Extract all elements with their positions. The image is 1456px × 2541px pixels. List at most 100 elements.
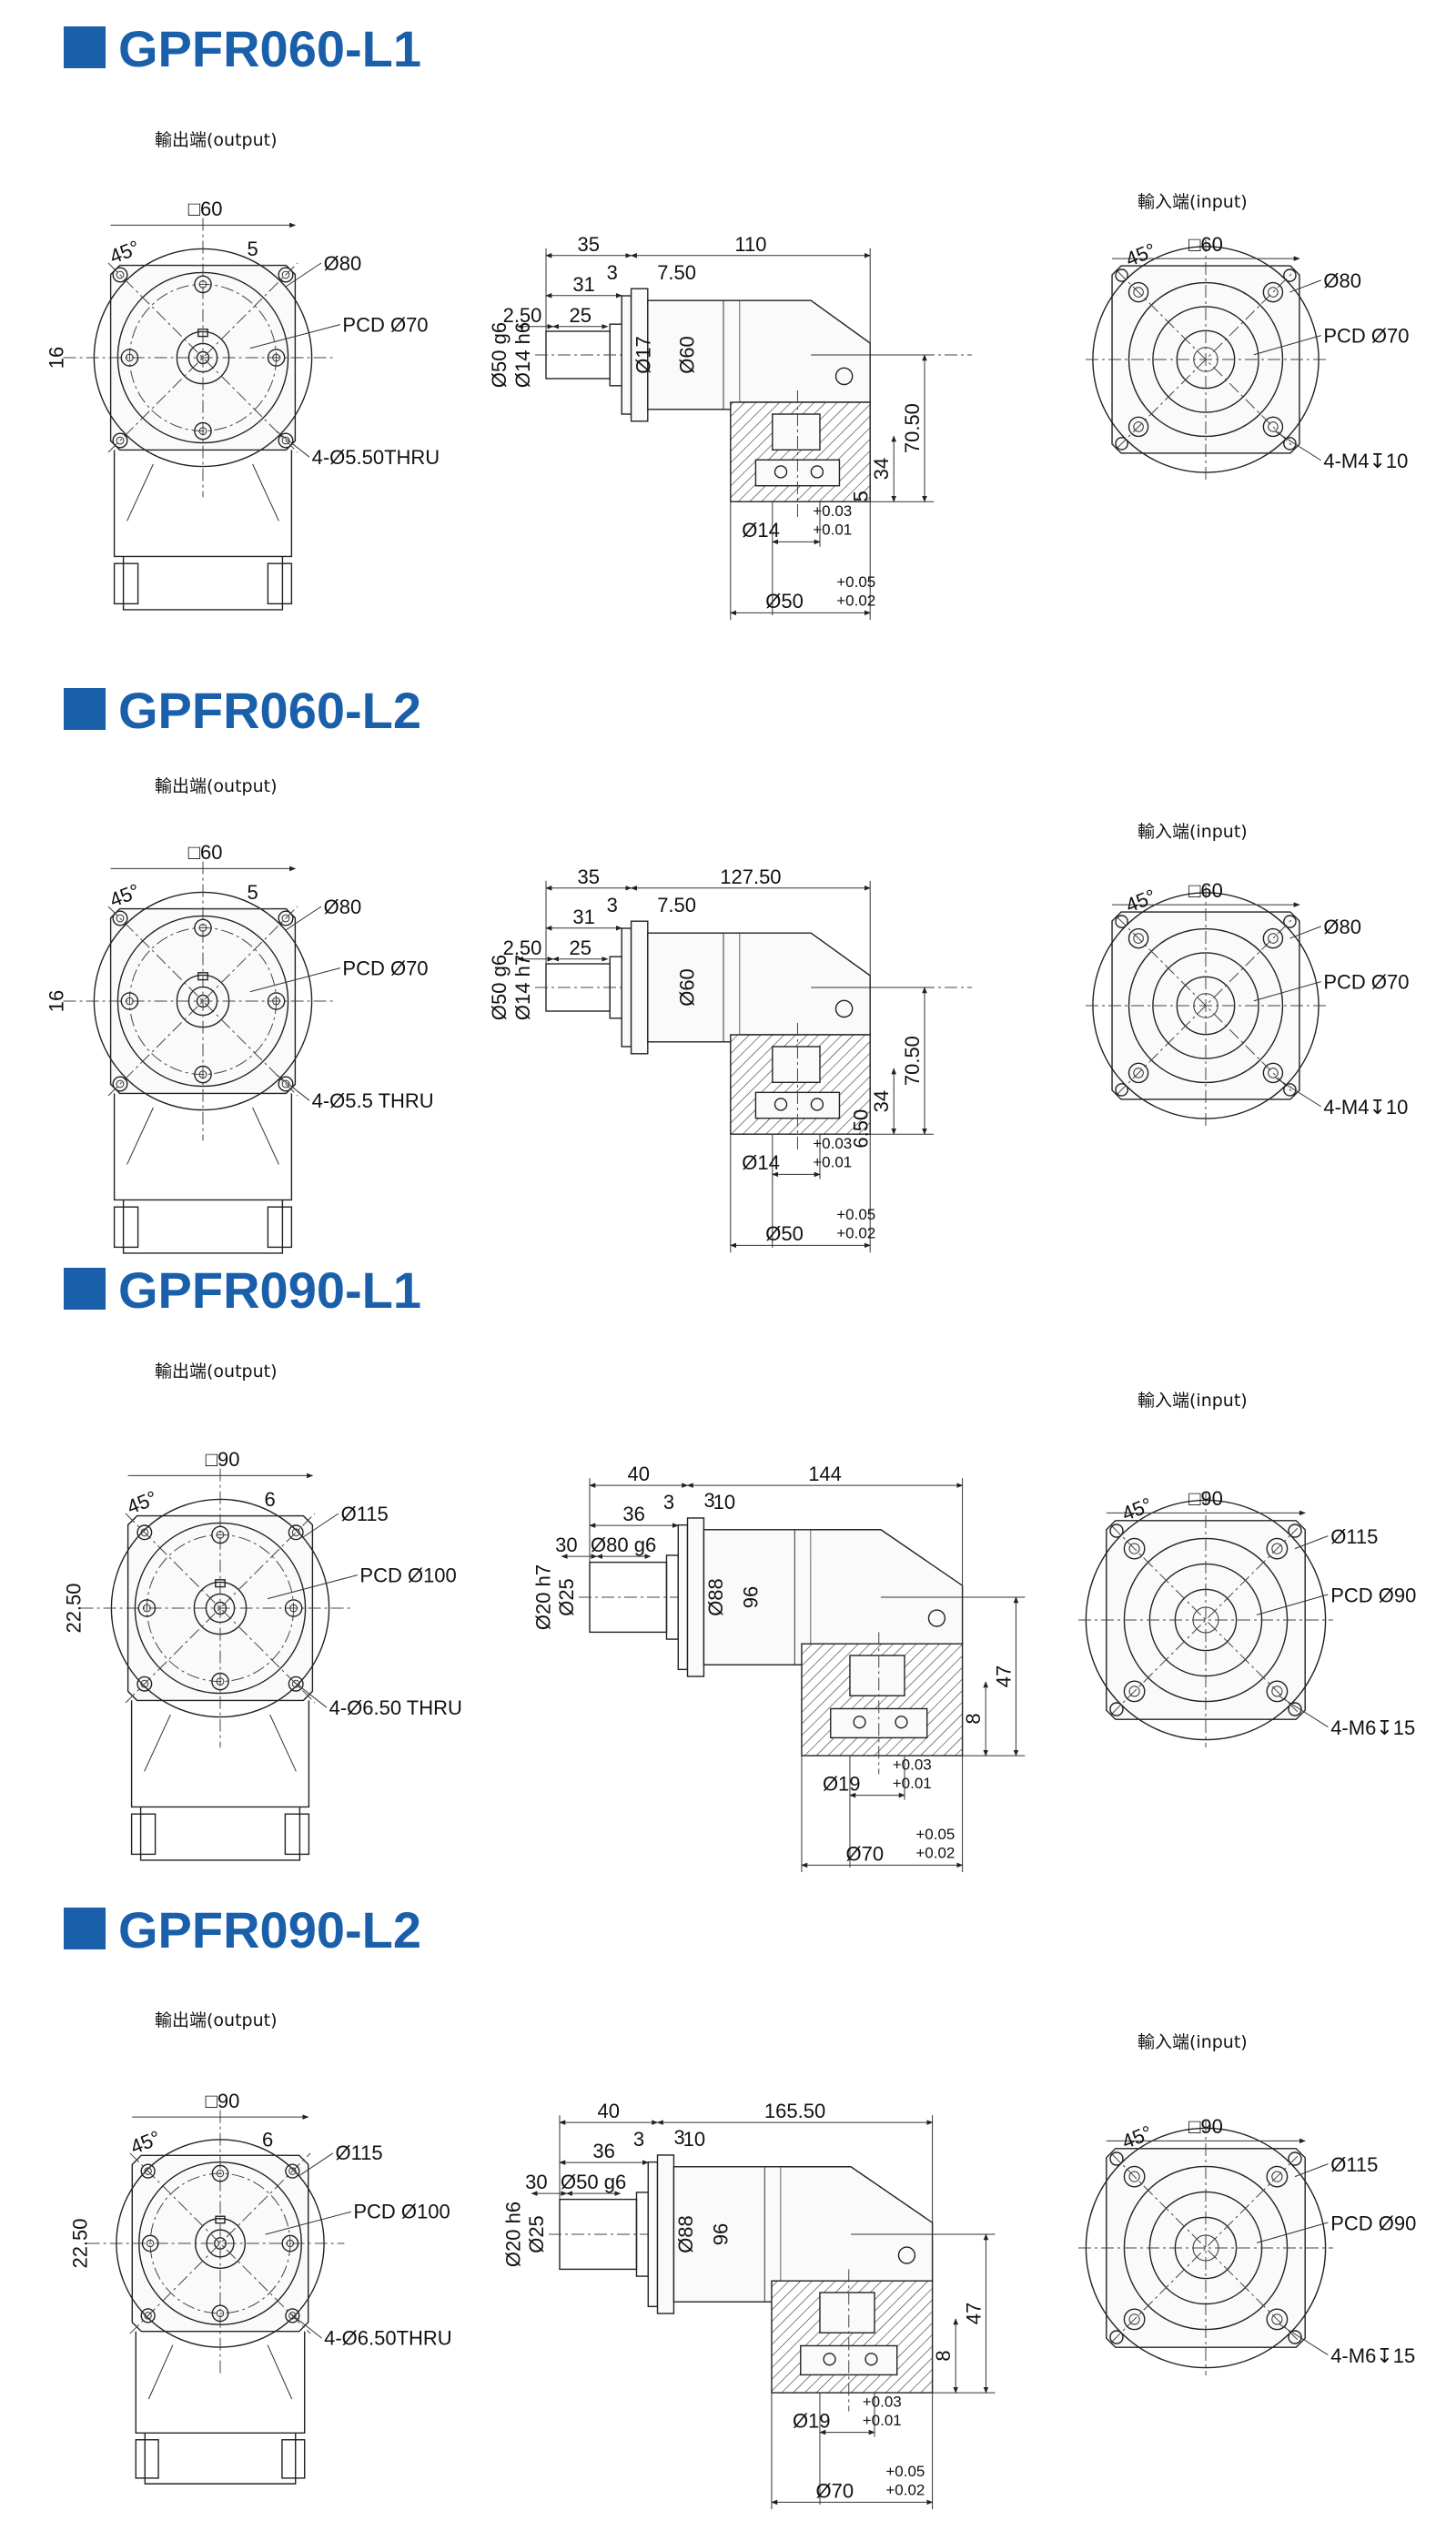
leader-line bbox=[1289, 279, 1321, 293]
bolt-hole-inner bbox=[126, 997, 134, 1006]
pilot-tolerance-base: Ø70 bbox=[846, 1842, 885, 1865]
output-view-label: 輸出端(output) bbox=[155, 2010, 278, 2030]
bolt-hole bbox=[288, 1524, 304, 1541]
keyway bbox=[215, 2215, 226, 2224]
input-bolt-hole bbox=[1266, 2165, 1289, 2188]
section-title: GPFR060-L2 bbox=[118, 682, 421, 739]
base-offset-label: 5 bbox=[850, 491, 873, 501]
mount-foot bbox=[135, 2439, 159, 2479]
bolt-hole bbox=[281, 2234, 299, 2252]
input-bolt-hole bbox=[1283, 268, 1297, 282]
shaft-step-label: 2.50 bbox=[503, 304, 542, 327]
input-bolt-hole-inner bbox=[1268, 1068, 1279, 1078]
bolt-hole-inner bbox=[116, 270, 125, 279]
right-angle-head bbox=[740, 299, 871, 403]
flange bbox=[677, 1524, 689, 1671]
keyway bbox=[197, 329, 208, 338]
bolt-hole bbox=[140, 2308, 156, 2323]
key-length-label: Ø50 g6 bbox=[561, 2171, 626, 2193]
input-bolt-hole-inner bbox=[1128, 2313, 1140, 2325]
set-screw bbox=[774, 465, 788, 479]
height-label: 70.50 bbox=[901, 1036, 924, 1086]
input-bolt-hole bbox=[1127, 416, 1149, 438]
pilot-tolerance-upper: +0.05 bbox=[885, 2463, 925, 2480]
leader-line bbox=[1294, 1535, 1329, 1550]
overall-length-label: 127.50 bbox=[720, 866, 781, 888]
input-bolt-hole-inner bbox=[1268, 933, 1279, 944]
input-bolt-hole bbox=[1262, 416, 1284, 438]
leader-line bbox=[1256, 1594, 1329, 1615]
input-bolt-hole bbox=[1266, 1537, 1289, 1560]
bolt-hole bbox=[120, 992, 139, 1010]
input-bolt-hole bbox=[1123, 1680, 1146, 1703]
bolt-hole-inner bbox=[286, 2239, 295, 2248]
bolt-hole-inner bbox=[216, 2309, 225, 2318]
bolt-hole-inner bbox=[291, 1679, 300, 1688]
input-bolt-hole bbox=[1266, 2308, 1289, 2331]
input-bolt-hole-inner bbox=[1268, 421, 1279, 432]
angle-label: 45° bbox=[124, 1486, 160, 1519]
bolt-hole-inner bbox=[116, 1079, 125, 1088]
input-pcd-label: PCD Ø70 bbox=[1323, 325, 1409, 348]
outer-dia-label: Ø115 bbox=[335, 2141, 382, 2164]
center-line bbox=[1111, 2153, 1300, 2343]
body-diameter-label: 96 bbox=[739, 1586, 762, 1608]
center-line bbox=[1116, 269, 1296, 450]
bolt-hole bbox=[267, 992, 286, 1010]
housing-outline bbox=[122, 556, 284, 611]
input-bolt-hole bbox=[1127, 927, 1149, 949]
center-line bbox=[107, 906, 298, 1097]
mount-foot bbox=[284, 1813, 310, 1856]
input-bolt-hole bbox=[1109, 2330, 1124, 2344]
plug bbox=[927, 1609, 946, 1627]
mount-foot bbox=[281, 2439, 306, 2479]
flange-step-label: 3 bbox=[633, 2128, 644, 2151]
input-bolt-hole bbox=[1266, 1680, 1289, 1703]
bolt-hole-inner bbox=[281, 1079, 290, 1088]
input-bore bbox=[819, 2292, 875, 2333]
bolt-hole bbox=[284, 1599, 303, 1617]
bore-tolerance-base: Ø14 bbox=[742, 1151, 780, 1174]
housing-outline bbox=[135, 2331, 306, 2435]
shaft-length-label: 31 bbox=[572, 273, 594, 296]
input-bolt-hole bbox=[1123, 2308, 1146, 2331]
input-bolt-hole bbox=[1283, 437, 1297, 450]
bolt-hole-inner bbox=[140, 1679, 149, 1688]
input-bolt-hole bbox=[1109, 1702, 1124, 1716]
square-size-label: □60 bbox=[188, 841, 223, 864]
input-height-label: 34 bbox=[870, 1090, 893, 1112]
outer-dia-label: Ø115 bbox=[341, 1503, 389, 1525]
set-screw bbox=[823, 2353, 836, 2366]
bore-tolerance-base: Ø19 bbox=[793, 2409, 831, 2432]
input-bolt-hole bbox=[1115, 915, 1128, 928]
input-bolt-hole bbox=[1123, 1537, 1146, 1560]
mount-foot bbox=[267, 1206, 293, 1249]
angle-label: 45° bbox=[106, 236, 143, 268]
thru-hole-label: 4-Ø5.5 THRU bbox=[312, 1089, 434, 1112]
section-gpfr090-l1: GPFR090-L1輸出端(output)輸入端(input)□9045°6Ø1… bbox=[63, 1261, 1416, 1873]
input-square-label: □60 bbox=[1188, 879, 1223, 902]
mount-foot bbox=[113, 1206, 139, 1249]
square-size-label: □60 bbox=[188, 197, 223, 220]
center-line bbox=[1111, 1525, 1300, 1715]
key-width-label: 6 bbox=[264, 1488, 275, 1511]
leader-line bbox=[1294, 2163, 1329, 2178]
input-square-label: □90 bbox=[1188, 2115, 1223, 2138]
bolt-hole bbox=[140, 2163, 156, 2179]
set-screw bbox=[895, 1716, 908, 1729]
flange-step-label: 3 bbox=[607, 894, 618, 916]
pilot-diameter-label: Ø50 g6 bbox=[488, 322, 511, 388]
bolt-hole-inner bbox=[116, 436, 125, 445]
pilot-tolerance-base: Ø50 bbox=[765, 1222, 804, 1245]
bolt-hole-inner bbox=[281, 436, 290, 445]
bore-tolerance-base: Ø19 bbox=[823, 1772, 861, 1795]
center-line bbox=[1111, 1525, 1300, 1715]
bore-diameter-label: Ø88 bbox=[704, 1578, 727, 1616]
bolt-hole-inner bbox=[144, 2167, 152, 2175]
leader-line bbox=[265, 2211, 351, 2235]
bolt-hole bbox=[194, 1065, 212, 1084]
input-bore bbox=[1152, 952, 1259, 1059]
leader-line bbox=[276, 1074, 310, 1101]
key-length-label: 25 bbox=[569, 936, 591, 959]
body-diameter-label: Ø60 bbox=[676, 968, 699, 1007]
